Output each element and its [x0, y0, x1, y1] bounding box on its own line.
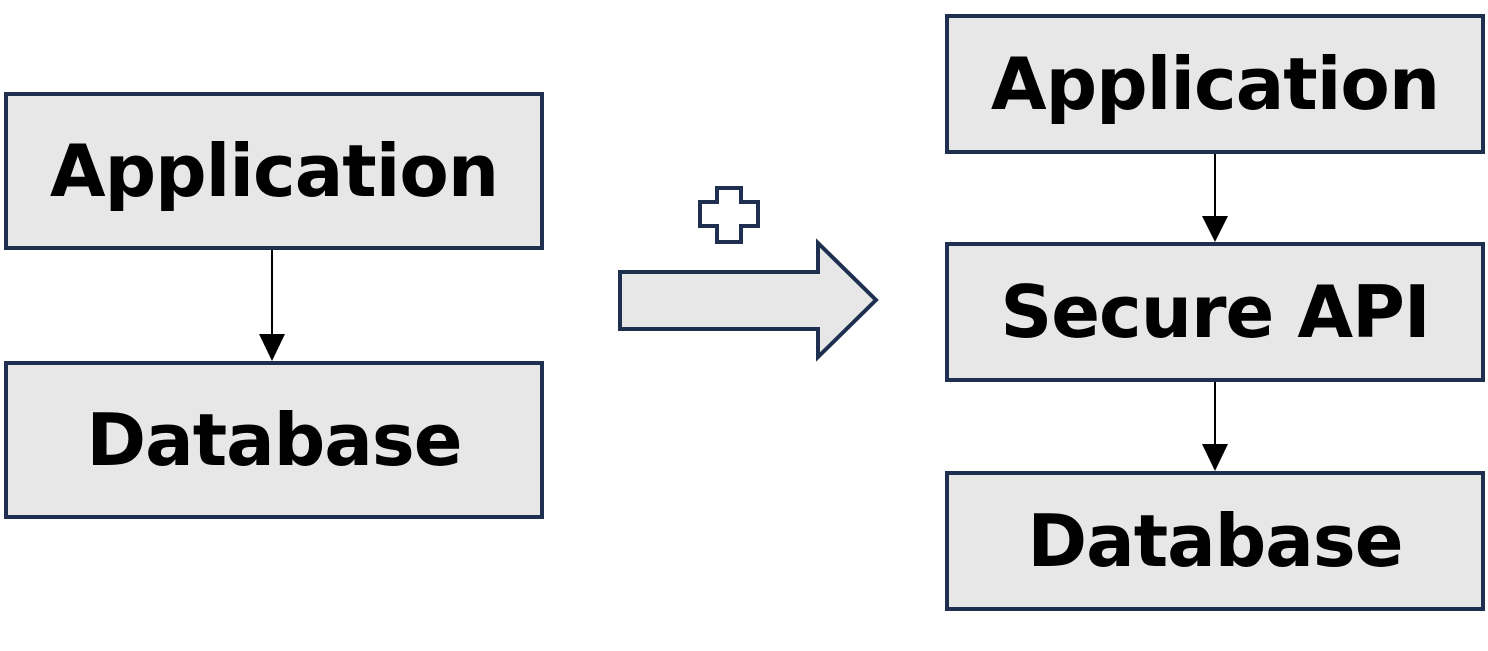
block-arrow-right-icon — [618, 238, 879, 362]
before-application-label: Application — [49, 129, 499, 213]
after-database-box: Database — [945, 471, 1485, 611]
before-database-box: Database — [4, 361, 544, 519]
before-application-box: Application — [4, 92, 544, 250]
after-connector-arrow-1 — [1202, 154, 1228, 242]
before-connector-arrow — [259, 250, 285, 361]
after-application-label: Application — [990, 42, 1440, 126]
after-database-label: Database — [1027, 499, 1403, 583]
after-application-box: Application — [945, 14, 1485, 154]
before-database-label: Database — [86, 398, 462, 482]
plus-icon — [698, 186, 760, 244]
after-connector-arrow-2 — [1202, 382, 1228, 471]
after-secure-api-label: Secure API — [1000, 270, 1430, 354]
after-secure-api-box: Secure API — [945, 242, 1485, 382]
